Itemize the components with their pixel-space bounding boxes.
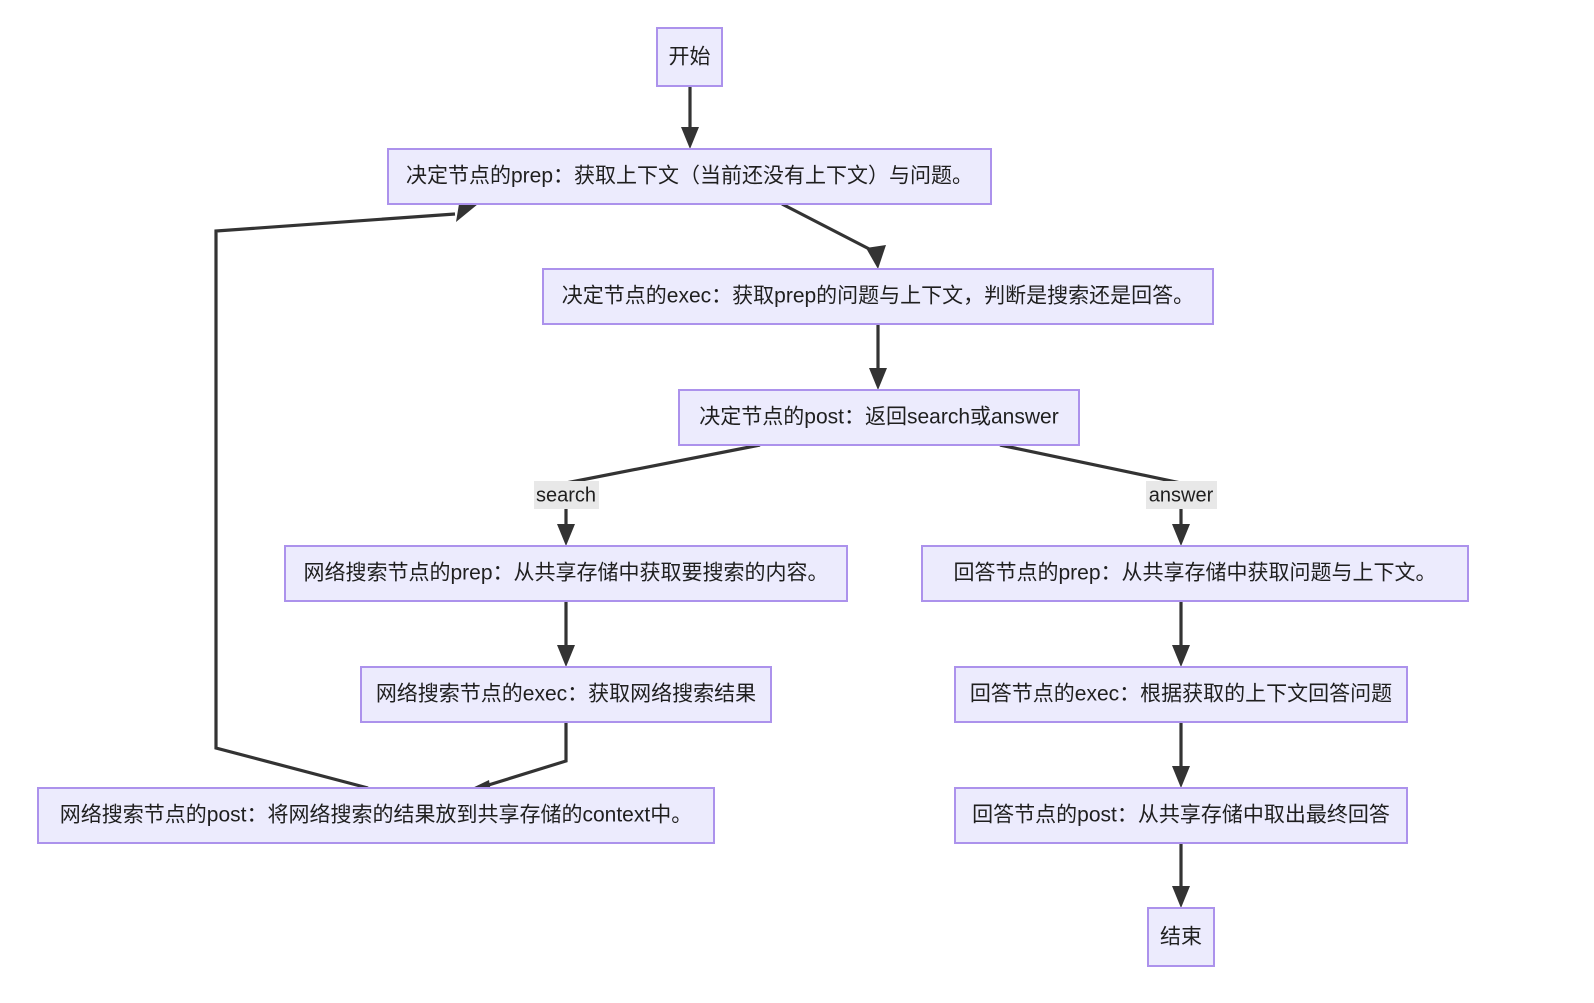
node-box[interactable]	[542, 268, 1214, 325]
node-label: 回答节点的prep：从共享存储中获取问题与上下文。	[953, 562, 1436, 585]
edge-search-post-to-decide-prep-loop	[214, 204, 478, 790]
node-box[interactable]	[921, 545, 1469, 602]
node-box[interactable]	[954, 666, 1408, 723]
edge-label-layer: search answer	[534, 481, 1217, 509]
node-label: 网络搜索节点的post：将网络搜索的结果放到共享存储的context中。	[60, 804, 692, 827]
edge-start-to-decide-prep	[681, 86, 699, 149]
edge-layer	[214, 86, 1190, 908]
arrowhead-icon	[869, 368, 887, 390]
node-label: 网络搜索节点的exec：获取网络搜索结果	[376, 683, 756, 706]
node-box[interactable]	[37, 787, 715, 844]
node-box[interactable]	[1147, 907, 1215, 967]
node-decide-post[interactable]: 决定节点的post：返回search或answer	[678, 389, 1080, 446]
node-label: 回答节点的exec：根据获取的上下文回答问题	[970, 683, 1392, 706]
node-end[interactable]: 结束	[1147, 907, 1215, 967]
edge-decide-prep-to-decide-exec	[781, 202, 886, 269]
edge-label-search: search	[534, 481, 599, 509]
edge-line	[214, 212, 456, 790]
edge-answer-prep-to-answer-exec	[1172, 601, 1190, 667]
node-box[interactable]	[678, 389, 1080, 446]
node-layer: 开始 决定节点的prep：获取上下文（当前还没有上下文）与问题。 决定节点的ex…	[37, 27, 1469, 967]
edge-label-answer: answer	[1146, 481, 1217, 509]
node-label: 开始	[669, 46, 711, 69]
arrowhead-icon	[557, 645, 575, 667]
arrowhead-icon	[1172, 524, 1190, 546]
node-search-post[interactable]: 网络搜索节点的post：将网络搜索的结果放到共享存储的context中。	[37, 787, 715, 844]
node-label: 结束	[1160, 926, 1202, 949]
edge-label-background	[1146, 481, 1217, 509]
edge-label-text: search	[536, 484, 596, 506]
arrowhead-icon	[1172, 886, 1190, 908]
node-decide-exec[interactable]: 决定节点的exec：获取prep的问题与上下文，判断是搜索还是回答。	[542, 268, 1214, 325]
node-label: 决定节点的prep：获取上下文（当前还没有上下文）与问题。	[406, 165, 973, 188]
node-answer-exec[interactable]: 回答节点的exec：根据获取的上下文回答问题	[954, 666, 1408, 723]
arrowhead-icon	[557, 524, 575, 546]
node-label: 网络搜索节点的prep：从共享存储中获取要搜索的内容。	[303, 562, 828, 585]
edge-line	[481, 722, 568, 789]
node-answer-post[interactable]: 回答节点的post：从共享存储中取出最终回答	[954, 787, 1408, 844]
node-label: 决定节点的post：返回search或answer	[699, 406, 1058, 429]
edge-answer-post-to-end	[1172, 843, 1190, 908]
node-box[interactable]	[284, 545, 848, 602]
edge-answer-exec-to-answer-post	[1172, 722, 1190, 788]
node-box[interactable]	[656, 27, 723, 87]
edge-line	[781, 202, 878, 255]
node-box[interactable]	[387, 148, 992, 205]
arrowhead-icon	[681, 127, 699, 149]
edge-decide-exec-to-decide-post	[869, 324, 887, 390]
edge-search-exec-to-search-post	[466, 722, 568, 798]
node-label: 决定节点的exec：获取prep的问题与上下文，判断是搜索还是回答。	[562, 285, 1194, 308]
node-search-prep[interactable]: 网络搜索节点的prep：从共享存储中获取要搜索的内容。	[284, 545, 848, 602]
edge-search-prep-to-search-exec	[557, 601, 575, 667]
arrowhead-icon	[456, 204, 478, 222]
node-answer-prep[interactable]: 回答节点的prep：从共享存储中获取问题与上下文。	[921, 545, 1469, 602]
node-box[interactable]	[360, 666, 772, 723]
node-label: 回答节点的post：从共享存储中取出最终回答	[972, 804, 1390, 827]
arrowhead-icon	[866, 245, 886, 269]
node-box[interactable]	[954, 787, 1408, 844]
arrowhead-icon	[1172, 766, 1190, 788]
node-decide-prep[interactable]: 决定节点的prep：获取上下文（当前还没有上下文）与问题。	[387, 148, 992, 205]
node-start[interactable]: 开始	[656, 27, 723, 87]
node-search-exec[interactable]: 网络搜索节点的exec：获取网络搜索结果	[360, 666, 772, 723]
edge-label-background	[534, 481, 599, 509]
arrowhead-icon	[1172, 645, 1190, 667]
edge-label-text: answer	[1149, 484, 1214, 506]
